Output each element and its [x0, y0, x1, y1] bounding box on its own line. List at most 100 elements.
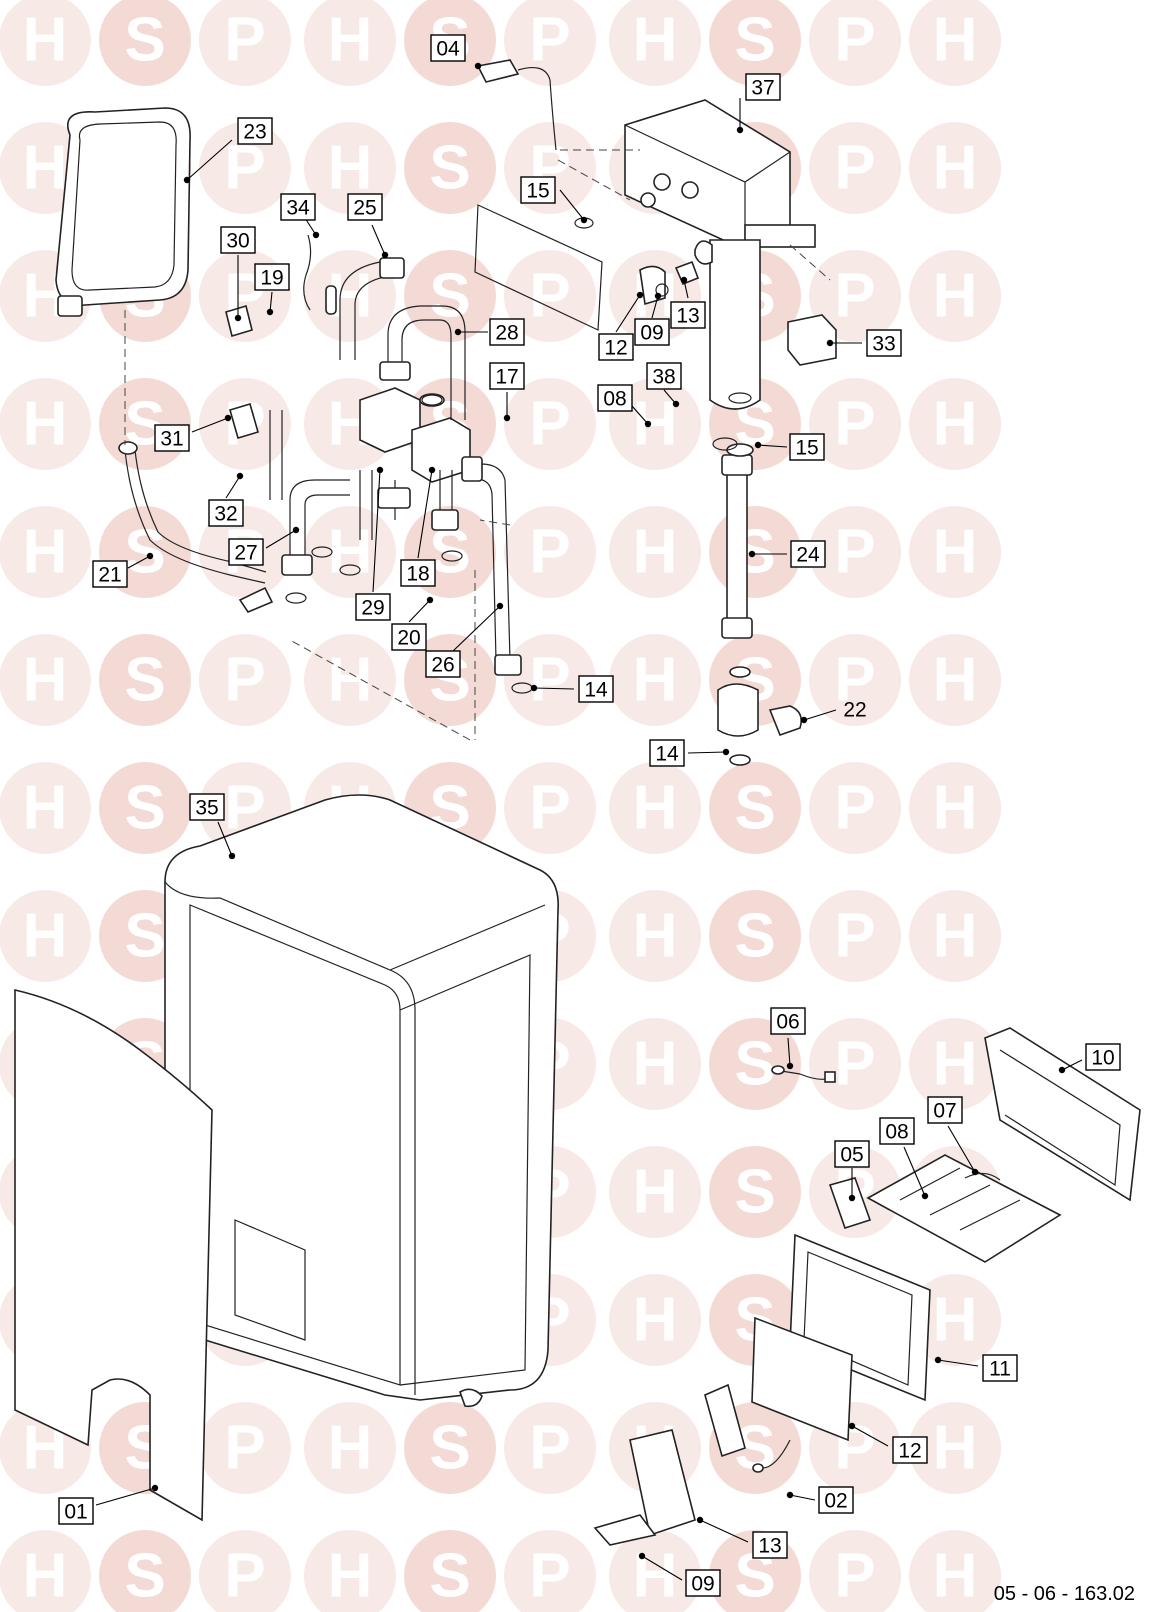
part-label-p04[interactable]: 04 — [430, 34, 466, 62]
part-label-p35[interactable]: 35 — [189, 793, 225, 821]
leader-dot — [934, 1356, 942, 1364]
filter-housing[interactable] — [717, 683, 759, 737]
u-pipe[interactable] — [387, 305, 466, 420]
part-label-p05[interactable]: 05 — [834, 1140, 870, 1168]
pump-motor[interactable] — [359, 387, 421, 453]
upper-assembly-drawing — [55, 59, 837, 766]
leader-lines — [95, 62, 1083, 1581]
programmer-module[interactable] — [629, 1429, 696, 1537]
part-number: 21 — [98, 564, 121, 587]
part-label-p19[interactable]: 19 — [254, 263, 290, 291]
leader-line — [417, 469, 433, 559]
part-label-p09a[interactable]: 09 — [634, 318, 670, 346]
watermark-circle — [304, 0, 396, 86]
watermark-letter: P — [834, 390, 875, 459]
air-vent-valve[interactable] — [639, 265, 666, 306]
part-label-p07[interactable]: 07 — [927, 1096, 963, 1124]
part-label-p09b[interactable]: 09 — [685, 1569, 721, 1597]
watermark-circle — [304, 250, 396, 342]
part-label-p10[interactable]: 10 — [1085, 1043, 1121, 1071]
part-label-p12a[interactable]: 12 — [598, 333, 634, 361]
leader-line — [903, 1146, 926, 1197]
part-number: 19 — [260, 267, 283, 290]
part-label-p02[interactable]: 02 — [818, 1486, 854, 1514]
part-label-p30[interactable]: 30 — [220, 226, 256, 254]
watermark-circle — [909, 0, 1001, 86]
watermark-circle — [199, 1402, 291, 1494]
leader-line — [651, 295, 659, 319]
watermark-letter: H — [23, 6, 68, 75]
part-label-p37[interactable]: 37 — [745, 73, 781, 101]
part-label-p15a[interactable]: 15 — [520, 176, 556, 204]
part-label-p27[interactable]: 27 — [228, 538, 264, 566]
watermark-letter: H — [328, 518, 373, 587]
watermark-circle — [404, 122, 496, 214]
part-label-p14a[interactable]: 14 — [578, 675, 614, 703]
part-label-p38[interactable]: 38 — [646, 362, 682, 390]
part-label-p20[interactable]: 20 — [391, 623, 427, 651]
watermark-circle — [199, 634, 291, 726]
part-label-p11[interactable]: 11 — [982, 1354, 1018, 1382]
part-label-box — [1085, 1043, 1121, 1071]
part-label-p33[interactable]: 33 — [866, 329, 902, 357]
part-label-p34[interactable]: 34 — [280, 193, 316, 221]
part-label-p28[interactable]: 28 — [489, 318, 525, 346]
part-label-p14b[interactable]: 14 — [649, 739, 685, 767]
drain-valve[interactable] — [229, 403, 259, 439]
part-label-box — [789, 433, 825, 461]
watermark-circle — [0, 890, 91, 982]
watermark-letter: H — [933, 902, 978, 971]
part-label-p18[interactable]: 18 — [400, 559, 436, 587]
part-label-p13a[interactable]: 13 — [670, 301, 706, 329]
part-number: 09 — [640, 322, 663, 345]
watermark-circle — [809, 0, 901, 86]
part-label-p17[interactable]: 17 — [489, 362, 525, 390]
part-label-p08b[interactable]: 08 — [879, 1117, 915, 1145]
part-label-p21[interactable]: 21 — [92, 560, 128, 588]
watermark-circle — [504, 506, 596, 598]
flow-pipe[interactable] — [726, 464, 748, 626]
part-label-p29[interactable]: 29 — [355, 593, 391, 621]
watermark-circle — [504, 378, 596, 470]
leader-dot — [971, 1168, 979, 1176]
part-number: 08 — [603, 388, 626, 411]
part-label-p01[interactable]: 01 — [58, 1497, 94, 1525]
casing[interactable] — [164, 794, 559, 1401]
part-label-p25[interactable]: 25 — [347, 193, 383, 221]
watermark-letter: H — [933, 1286, 978, 1355]
watermark-circle — [0, 506, 91, 598]
part-label-p32[interactable]: 32 — [208, 499, 244, 527]
part-label-p24[interactable]: 24 — [790, 540, 826, 568]
pipe-21[interactable] — [124, 449, 267, 584]
part-label-box — [400, 559, 436, 587]
leader-dot — [234, 314, 242, 322]
leader-dot — [530, 684, 538, 692]
part-label-p08a[interactable]: 08 — [597, 384, 633, 412]
part-number: 18 — [406, 563, 429, 586]
part-label-p31[interactable]: 31 — [154, 424, 190, 452]
main-pcb[interactable] — [866, 1154, 1062, 1263]
part-label-p23[interactable]: 23 — [237, 117, 273, 145]
part-number: 04 — [436, 38, 460, 61]
display-cover[interactable] — [751, 1316, 853, 1442]
leader-dot — [376, 466, 384, 474]
part-label-p22[interactable]: 22 — [843, 699, 866, 722]
pressure-switch[interactable] — [476, 59, 520, 83]
leader-dot — [786, 1062, 794, 1070]
watermark-circle — [99, 1530, 191, 1612]
part-label-p15b[interactable]: 15 — [789, 433, 825, 461]
part-label-p26[interactable]: 26 — [425, 650, 461, 678]
watermark-letter: H — [633, 6, 678, 75]
part-label-p12b[interactable]: 12 — [892, 1436, 928, 1464]
front-panel[interactable] — [14, 988, 213, 1522]
heater-cylinder[interactable] — [709, 239, 761, 410]
relay-module[interactable] — [787, 314, 837, 366]
watermark-letter: P — [834, 6, 875, 75]
watermark-letter: S — [734, 1030, 775, 1099]
part-label-p06[interactable]: 06 — [770, 1007, 806, 1035]
leader-dot — [654, 292, 662, 300]
part-label-p13b[interactable]: 13 — [752, 1531, 788, 1559]
watermark-letter: H — [23, 774, 68, 843]
control-housing[interactable] — [984, 1027, 1141, 1202]
